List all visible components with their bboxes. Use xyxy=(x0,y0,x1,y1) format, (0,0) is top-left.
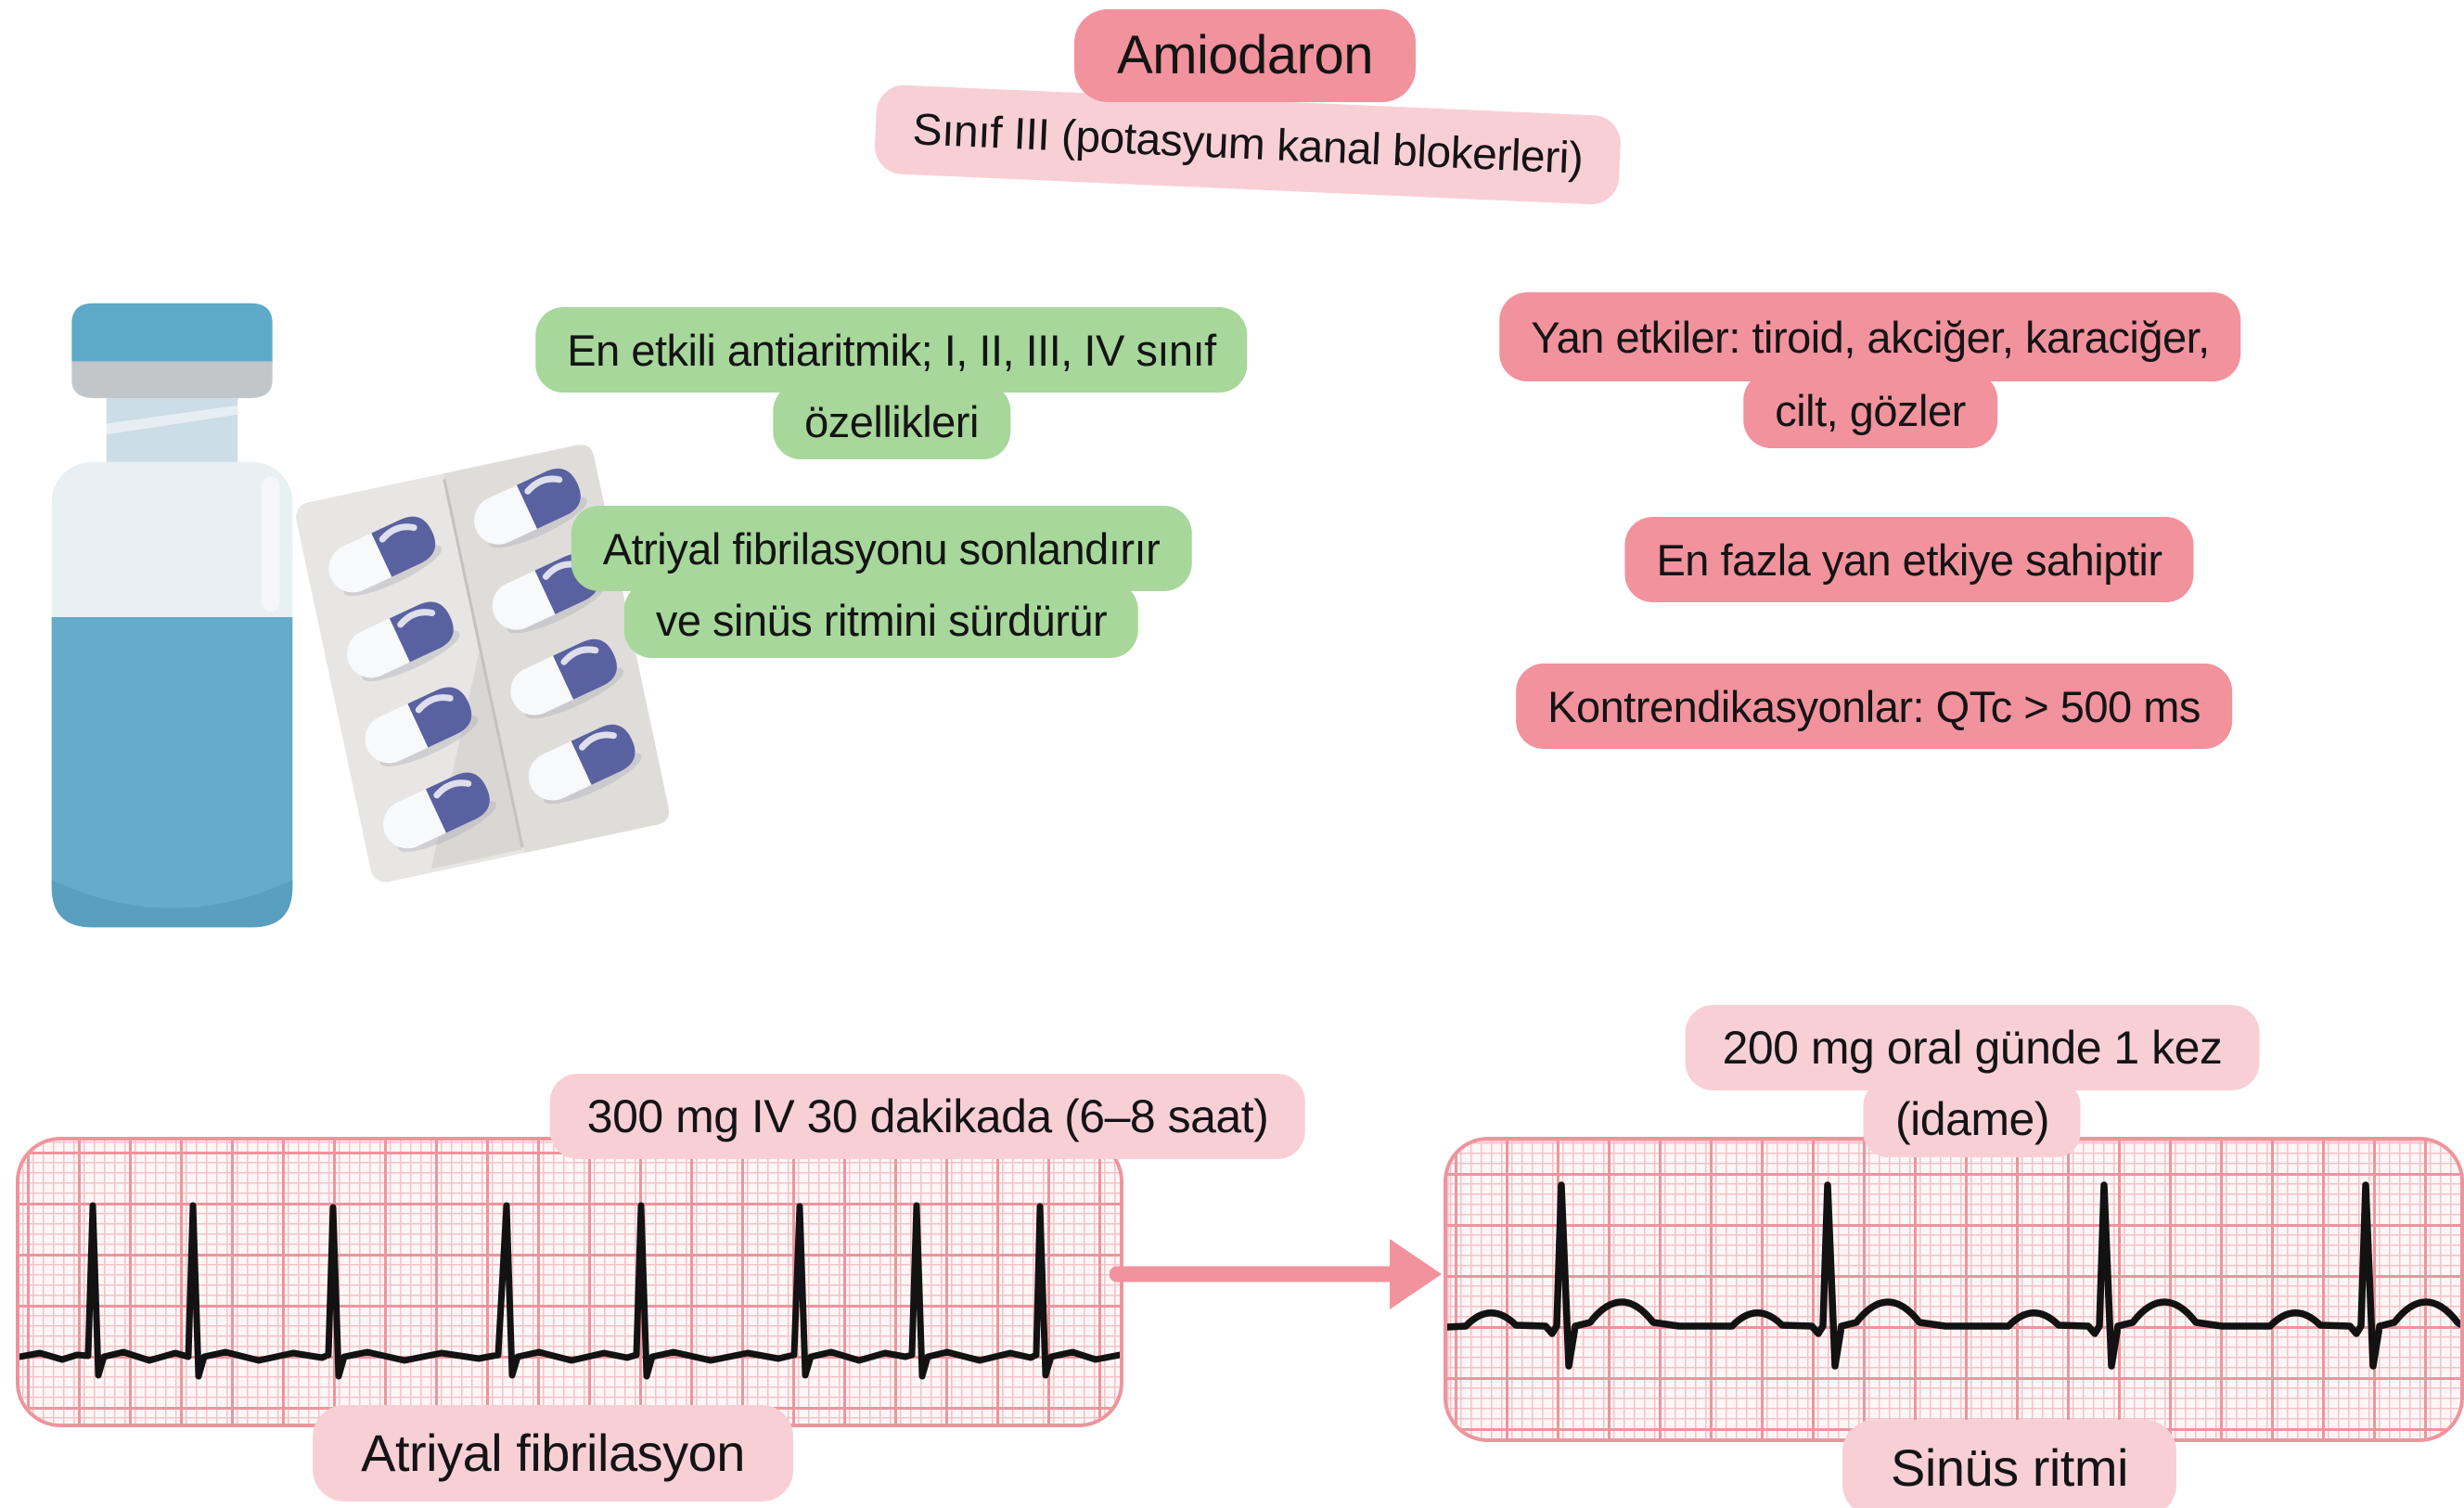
title-badge: Amiodaron xyxy=(1074,9,1416,102)
dose-text-secondary: (idame) xyxy=(1864,1081,2081,1157)
ecg-panel-sinus xyxy=(1444,1137,2464,1442)
subtitle-badge: Sınıf III (potasyum kanal blokerleri) xyxy=(873,84,1623,206)
dose-badge-oral: 200 mg oral günde 1 kez (idame) xyxy=(1685,1005,2260,1157)
arrow-right-icon xyxy=(1110,1239,1442,1309)
note-line: En fazla yan etkiye sahiptir xyxy=(1624,517,2194,602)
ecg-panel-afib xyxy=(16,1137,1123,1427)
note-line: Yan etkiler: tiroid, akciğer, karaciğer, xyxy=(1499,292,2241,381)
ecg-label-afib: Atriyal fibrilasyon xyxy=(313,1405,793,1502)
page-title: Amiodaron xyxy=(1074,9,1416,102)
note-line: cilt, gözler xyxy=(1743,372,1997,448)
blister-pack-icon xyxy=(296,445,670,883)
note-line: özellikleri xyxy=(773,383,1010,459)
label-text: Atriyal fibrilasyon xyxy=(313,1405,793,1502)
ecg-trace-sinus-rhythm xyxy=(1447,1181,2460,1370)
benefit-note-effectiveness: En etkili antiaritmik; I, II, III, IV sı… xyxy=(535,307,1248,459)
note-line: ve sinüs ritmini sürdürür xyxy=(623,582,1139,658)
ecg-trace-atrial-fibrillation xyxy=(19,1202,1120,1380)
note-line: En etkili antiaritmik; I, II, III, IV sı… xyxy=(535,307,1248,393)
vial-icon xyxy=(51,303,293,928)
page-subtitle: Sınıf III (potasyum kanal blokerleri) xyxy=(873,84,1623,206)
note-line: Atriyal fibrilasyonu sonlandırır xyxy=(571,506,1192,591)
dose-text: 300 mg IV 30 dakikada (6–8 saat) xyxy=(549,1074,1306,1159)
warning-note-most-side-effects: En fazla yan etkiye sahiptir xyxy=(1624,517,2194,602)
ecg-label-sinus: Sinüs ritmi xyxy=(1842,1420,2176,1508)
benefit-note-af-termination: Atriyal fibrilasyonu sonlandırır ve sinü… xyxy=(571,506,1192,658)
dose-text: 200 mg oral günde 1 kez xyxy=(1685,1005,2260,1090)
warning-note-contraindications: Kontrendikasyonlar: QTc > 500 ms xyxy=(1516,664,2232,749)
label-text: Sinüs ritmi xyxy=(1842,1420,2176,1508)
dose-badge-iv: 300 mg IV 30 dakikada (6–8 saat) xyxy=(549,1074,1306,1159)
note-line: Kontrendikasyonlar: QTc > 500 ms xyxy=(1516,664,2232,749)
warning-note-side-effects: Yan etkiler: tiroid, akciğer, karaciğer,… xyxy=(1499,292,2241,448)
